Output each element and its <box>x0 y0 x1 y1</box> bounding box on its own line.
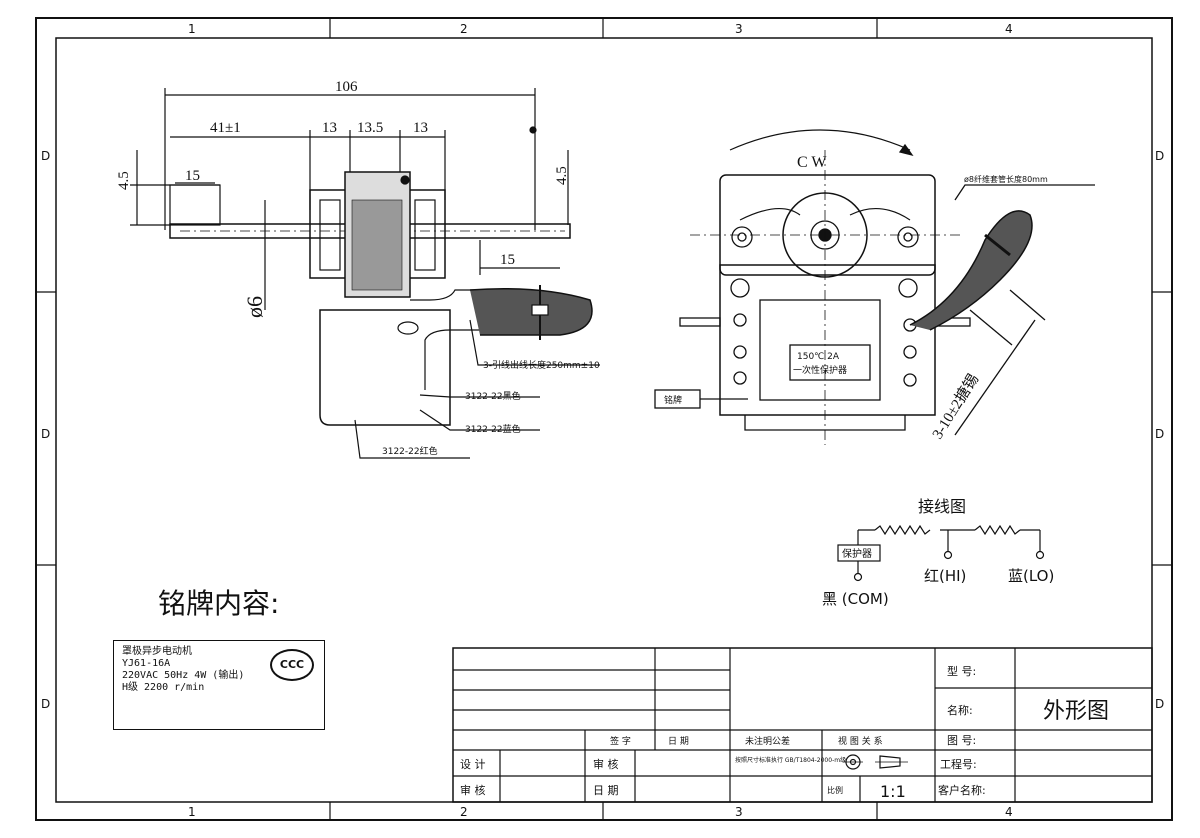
nameplate-content-title: 铭牌内容: <box>158 587 280 620</box>
tb-review: 审 核 <box>460 783 486 797</box>
grid-col-3-bottom: 3 <box>735 805 743 819</box>
tb-scale-value: 1:1 <box>880 782 906 801</box>
tb-standard-note: 按照尺寸标准执行 GB/T1804-2000-m级 <box>735 756 846 764</box>
grid-col-4-top: 4 <box>1005 22 1013 36</box>
dim-total-length: 106 <box>335 79 358 95</box>
dim-13-5: 13.5 <box>357 120 383 136</box>
grid-ticks <box>36 18 1172 820</box>
dim-shaft-diameter: ø6 <box>242 296 267 318</box>
tb-sign: 签 字 <box>610 735 631 747</box>
grid-col-2-top: 2 <box>460 22 468 36</box>
ccc-mark-icon: CCC <box>270 649 314 681</box>
rotation-direction: C W <box>797 154 827 171</box>
dim-15-left: 15 <box>185 168 200 184</box>
wire-red-label: 3122-22红色 <box>382 445 438 457</box>
tb-unspecified-tolerance: 未注明公差 <box>745 735 790 747</box>
wire-black-label: 3122-22黑色 <box>465 390 521 402</box>
wiring-diagram <box>837 524 1045 582</box>
tb-project-label: 工程号: <box>940 758 977 771</box>
nameplate-box: 罩极异步电动机 YJ61-16A 220VAC 50Hz 4W (输出) H级 … <box>113 640 325 730</box>
tb-check: 审 核 <box>593 757 619 771</box>
tb-scale-label: 比例 <box>827 785 843 795</box>
protector-type: 一次性保护器 <box>793 364 847 376</box>
grid-col-2-bottom: 2 <box>460 805 468 819</box>
title-block <box>452 647 1153 803</box>
grid-row-left-2: D <box>41 427 50 441</box>
front-view <box>654 129 1095 445</box>
tb-design: 设 计 <box>460 758 486 771</box>
tb-projection: 视 图 关 系 <box>838 735 883 747</box>
grid-col-4-bottom: 4 <box>1005 805 1013 819</box>
tb-customer-label: 客户名称: <box>938 783 986 797</box>
nameplate-callout: 铭牌 <box>664 394 682 406</box>
nameplate-line-2: YJ61-16A <box>122 658 171 669</box>
wiring-lo: 蓝(LO) <box>1008 567 1054 585</box>
side-view <box>130 88 600 459</box>
grid-row-right-2: D <box>1155 427 1164 441</box>
nameplate-line-3: 220VAC 50Hz 4W (输出) <box>122 670 245 681</box>
grid-row-left-3: D <box>41 697 50 711</box>
grid-row-right-1: D <box>1155 149 1164 163</box>
dim-13-a: 13 <box>322 120 337 136</box>
dim-13-b: 13 <box>413 120 428 136</box>
outer-frame <box>35 17 1173 821</box>
wiring-hi: 红(HI) <box>924 567 966 585</box>
tb-date: 日 期 <box>668 736 689 747</box>
dim-4-5-right: 4.5 <box>554 166 570 185</box>
tb-model-label: 型 号: <box>947 664 976 678</box>
wiring-protector: 保护器 <box>842 547 872 560</box>
tb-name-label: 名称: <box>947 703 973 717</box>
dim-4-5-left: 4.5 <box>116 171 132 190</box>
tb-drawing-no-label: 图 号: <box>947 734 976 747</box>
wiring-com: 黑 (COM) <box>822 590 889 608</box>
wiring-title: 接线图 <box>918 497 966 516</box>
wire-blue-label: 3122-22蓝色 <box>465 423 521 435</box>
grid-row-right-3: D <box>1155 697 1164 711</box>
dim-41: 41±1 <box>210 120 241 136</box>
lead-length-note: 3-引线出线长度250mm±10 <box>483 359 600 371</box>
grid-col-3-top: 3 <box>735 22 743 36</box>
dim-15-right: 15 <box>500 252 515 268</box>
tb-date-2: 日 期 <box>593 784 619 797</box>
grid-row-left-1: D <box>41 149 50 163</box>
sleeve-note: ø8纤维套管长度80mm <box>964 174 1048 184</box>
tb-name-value: 外形图 <box>1043 699 1109 724</box>
nameplate-line-1: 罩极异步电动机 <box>122 646 192 657</box>
grid-col-1-top: 1 <box>188 22 196 36</box>
grid-col-1-bottom: 1 <box>188 805 196 819</box>
protector-rating: 150℃ 2A <box>797 352 840 362</box>
nameplate-line-4: H级 2200 r/min <box>122 682 205 693</box>
